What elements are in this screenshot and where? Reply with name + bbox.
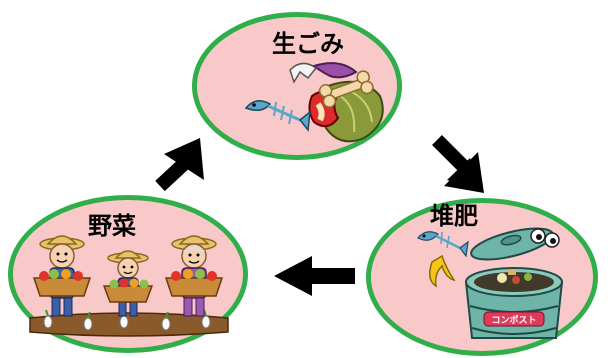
farmer-figure (32, 235, 92, 317)
arrow-waste-to-compost (432, 135, 484, 193)
arrow-vegetables-to-waste (155, 138, 204, 192)
fish-bone-icon (417, 231, 469, 258)
compost-label: 堆肥 (430, 202, 478, 230)
vegetables-label: 野菜 (88, 212, 136, 240)
farmer-figure (102, 250, 154, 317)
farmer-figure (164, 235, 224, 317)
waste-label: 生ごみ (272, 30, 344, 58)
farmers-with-vegetables-illustration (29, 235, 229, 337)
bin-label-text: コンポスト (491, 314, 536, 326)
arrow-compost-to-vegetables (274, 256, 355, 296)
compost-bin-illustration: コンポスト (417, 227, 564, 339)
food-waste-illustration (244, 62, 384, 143)
fish-bone-icon (244, 100, 311, 132)
